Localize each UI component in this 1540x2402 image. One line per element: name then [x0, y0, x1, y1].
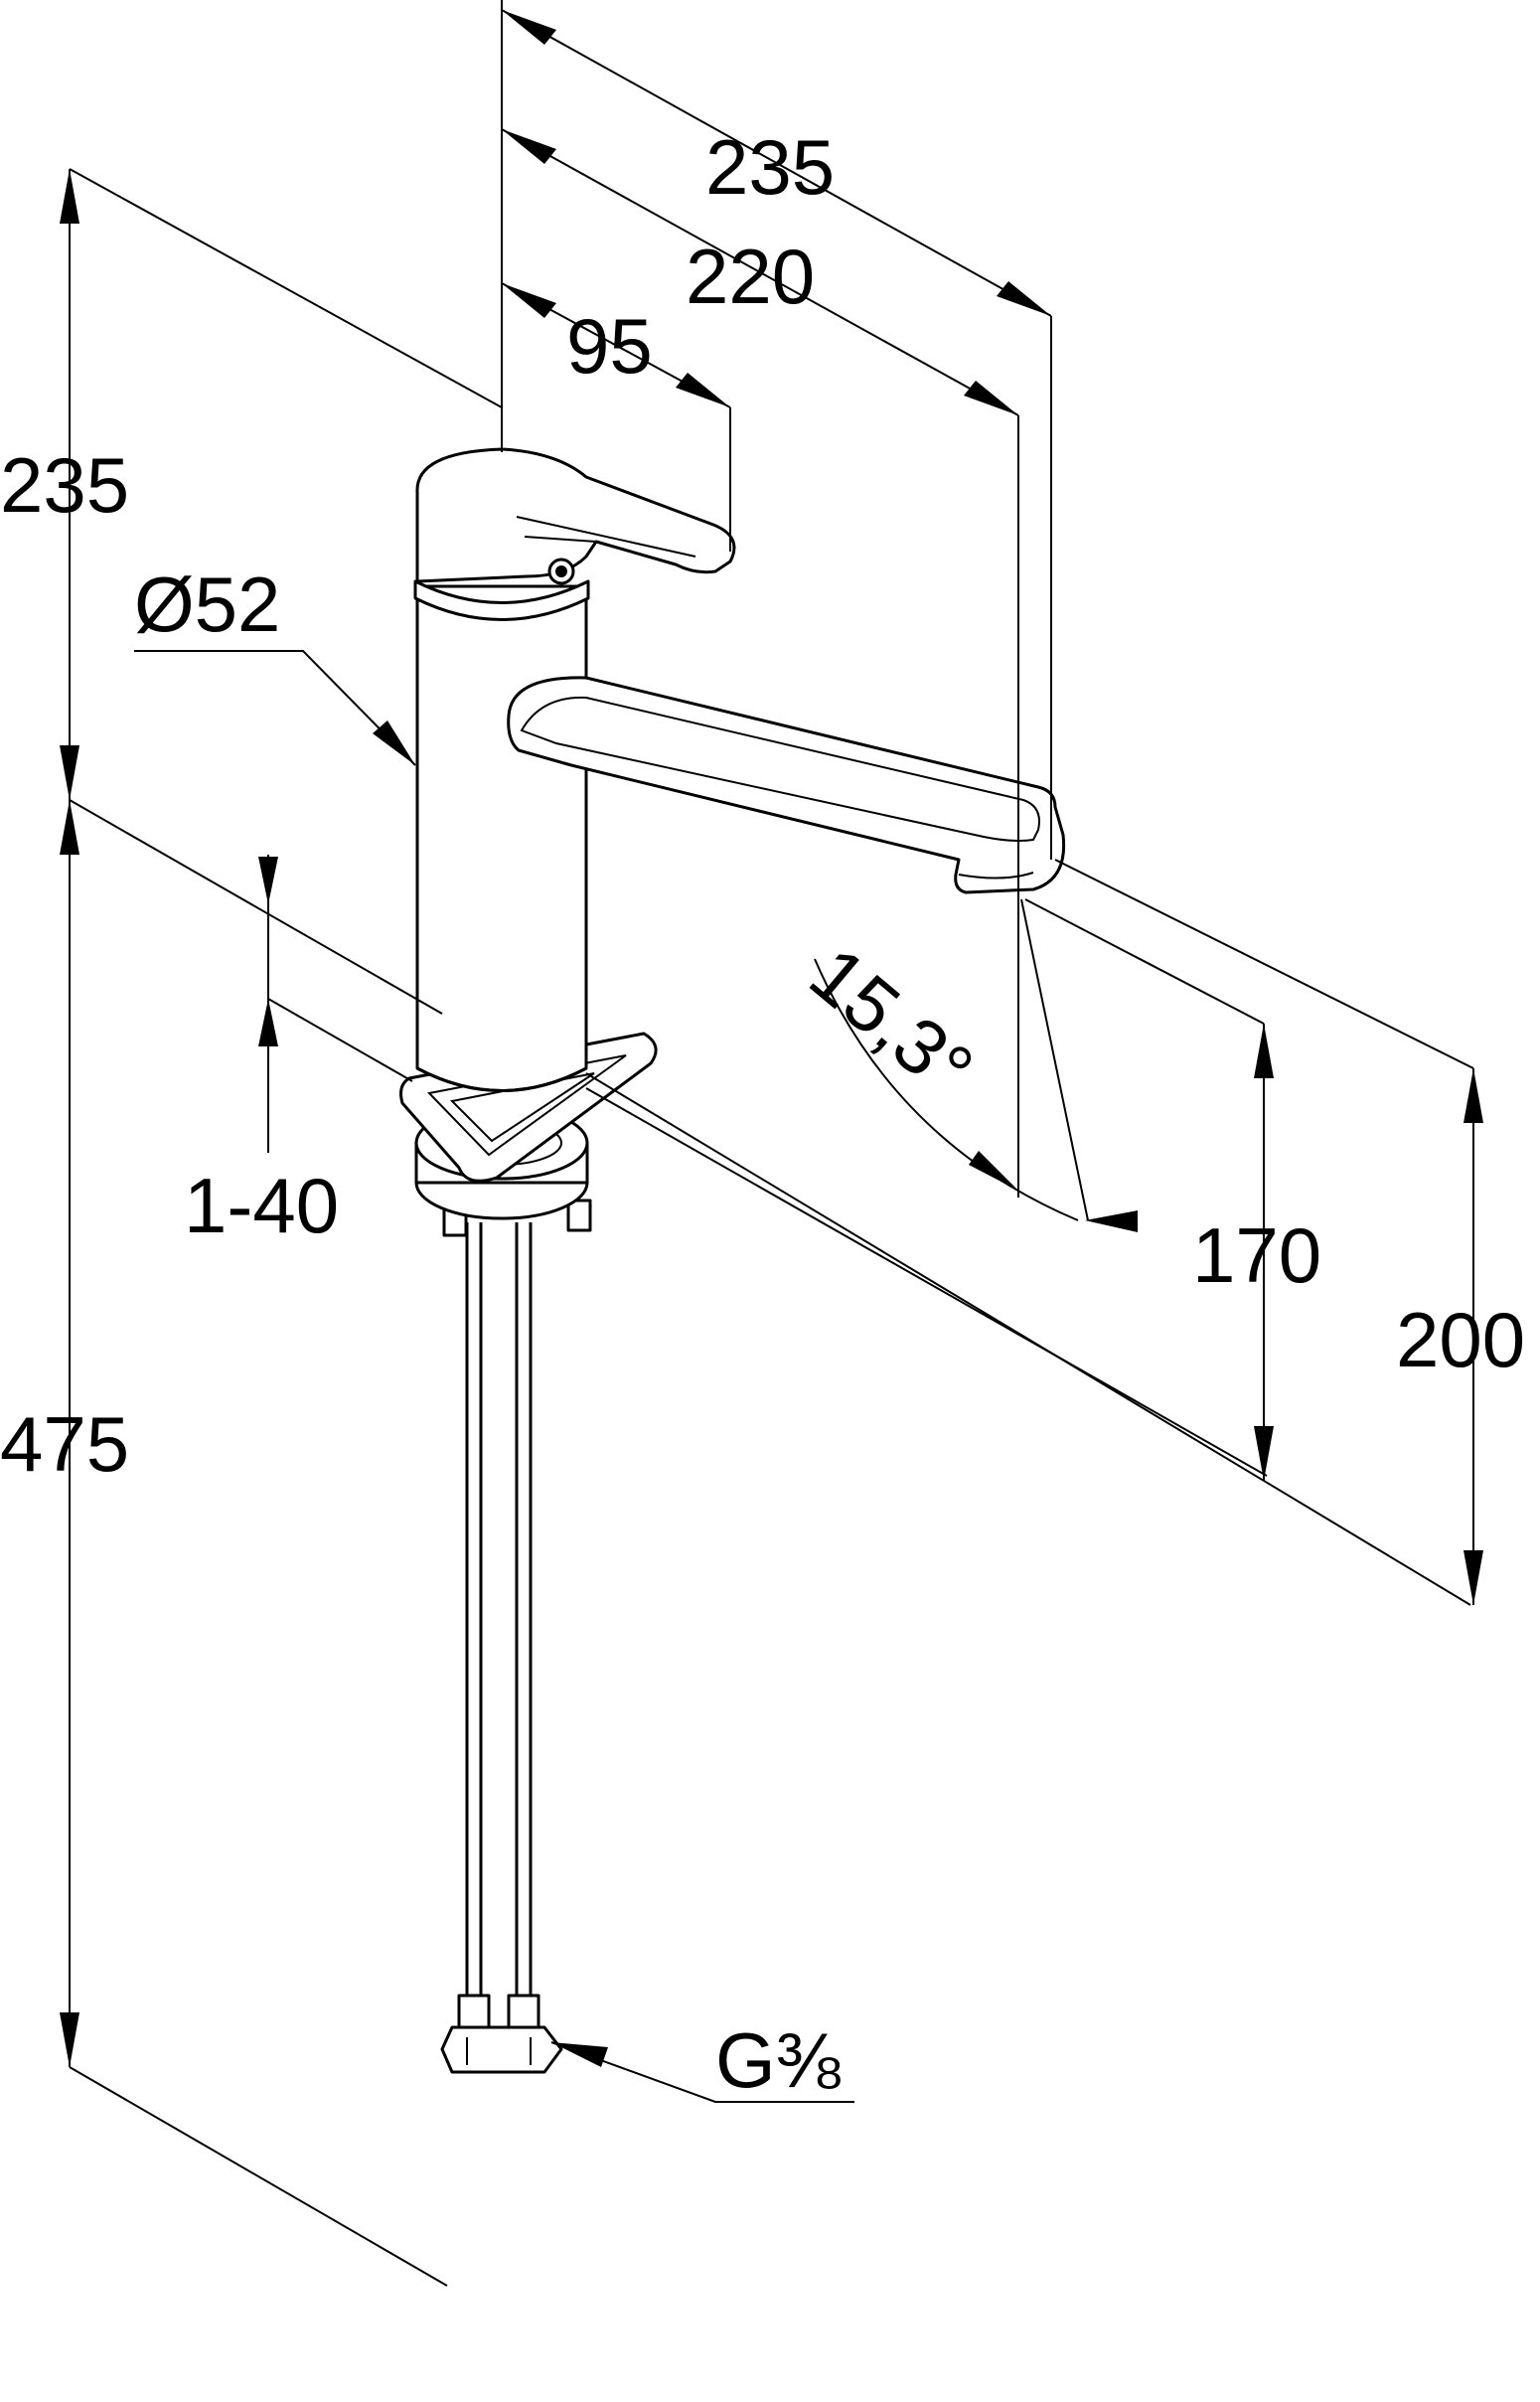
label-height-above-deck: 235	[0, 441, 129, 529]
label-hose-length: 475	[0, 1400, 129, 1488]
label-body-diameter: Ø52	[134, 560, 280, 648]
label-spout-height: 200	[1396, 1296, 1525, 1383]
dimension-lines	[69, 0, 1474, 2287]
label-deck-thickness: 1-40	[184, 1162, 339, 1249]
label-connection-thread: G⅜	[715, 2016, 842, 2104]
label-lever-reach: 95	[566, 302, 653, 390]
dimension-arrows	[60, 10, 1483, 2067]
label-spout-clearance: 170	[1192, 1211, 1321, 1299]
faucet-body	[399, 447, 1066, 2074]
supply-hoses	[440, 1222, 563, 2074]
spout	[507, 676, 1066, 894]
label-total-reach: 235	[705, 123, 835, 211]
label-spout-reach: 220	[686, 233, 815, 320]
dimension-labels: 235 220 95 235 Ø52 1-40 15,3° 170 200 47…	[0, 123, 1525, 2104]
lever-handle	[415, 447, 736, 585]
